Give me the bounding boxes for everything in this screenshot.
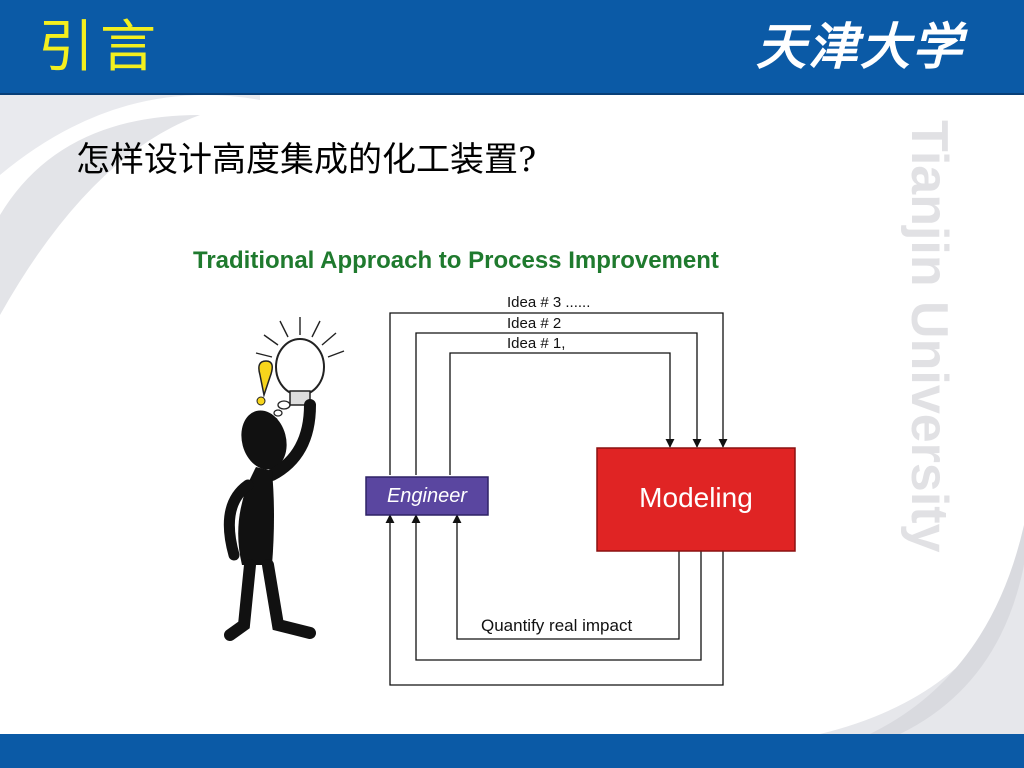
watermark: Tianjin University <box>900 120 958 553</box>
background-arc <box>0 95 1024 734</box>
feedback-label: Quantify real impact <box>481 616 632 635</box>
idea-1-label: Idea # 1, <box>507 335 565 352</box>
idea-2-label: Idea # 2 <box>507 315 561 332</box>
engineer-box: Engineer <box>365 476 489 516</box>
engineer-label: Engineer <box>387 485 468 507</box>
process-diagram: Traditional Approach to Process Improvem… <box>193 247 796 686</box>
modeling-box: Modeling <box>596 447 796 552</box>
diagram-title: Traditional Approach to Process Improvem… <box>193 247 719 274</box>
thinking-figure-icon <box>223 317 345 641</box>
footer-bar <box>0 734 1024 768</box>
university-logo: 天津大学 <box>756 17 964 76</box>
idea-3-label: Idea # 3 ...... <box>507 294 590 311</box>
header-bar: 引言 天津大学 <box>0 0 1024 95</box>
modeling-label: Modeling <box>639 482 753 513</box>
watermark-text: Tianjin University <box>900 120 958 553</box>
slide-question: 怎样设计高度集成的化工装置? <box>76 140 537 180</box>
page-title: 引言 <box>38 15 162 80</box>
